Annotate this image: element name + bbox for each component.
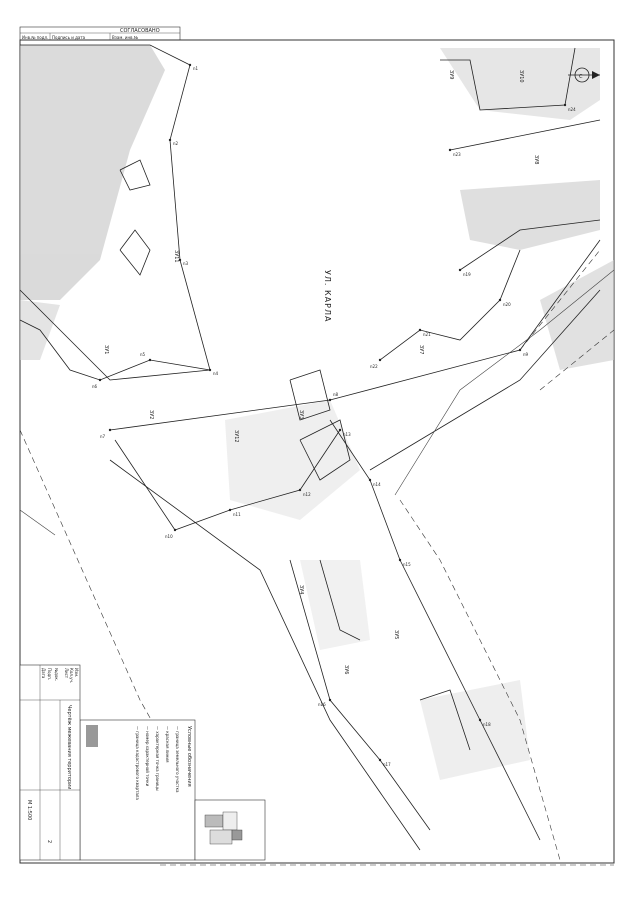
point-label: n23 [453, 152, 461, 157]
top-header: Инв.№ подл. Подпись и дата Взам. инв.№ С… [19, 26, 181, 41]
title-text: Чертёж межевания территории [66, 705, 72, 790]
title-row: №док. [54, 668, 59, 681]
point-label: n19 [463, 272, 471, 277]
point-label: n1 [193, 66, 199, 71]
north-arrow-icon: С [568, 67, 600, 83]
parcel-label: ЗУ10 [518, 70, 524, 83]
title-row: Кол.уч. [69, 668, 74, 683]
parcel-label: ЗУ7 [418, 345, 424, 354]
point-label: n10 [165, 534, 173, 539]
sheet-border [19, 39, 615, 864]
point-label: n18 [483, 722, 491, 727]
point-label: n13 [343, 432, 351, 437]
legend-note: — характерная точка границы [155, 726, 160, 791]
parcel-label: ЗУ4 [298, 585, 304, 594]
parcel-label: ЗУ8 [533, 155, 539, 164]
point-labels: n1 n2 n3 n4 n5 n6 n7 n8 n9 n10 n11 n12 n… [92, 66, 576, 767]
street-label: УЛ. КАРЛА [323, 270, 332, 322]
parcel-labels: ЗУ1 ЗУ2 ЗУ3 ЗУ4 ЗУ5 ЗУ6 ЗУ7 ЗУ8 ЗУ9 ЗУ10… [103, 70, 539, 674]
point-label: n22 [370, 364, 378, 369]
survey-points [98, 63, 567, 762]
title-block: Изм. Кол.уч. Лист №док. Подп. Дата Чертё… [19, 664, 81, 861]
street-edge [19, 269, 615, 536]
point-label: n4 [213, 371, 219, 376]
point-label: n7 [100, 434, 106, 439]
point-label: n12 [303, 492, 311, 497]
point-label: n9 [523, 352, 529, 357]
parcel-label: ЗУ9 [448, 70, 454, 79]
parcel-label: ЗУ5 [393, 630, 399, 639]
header-cell-1: Подпись и дата [52, 35, 86, 40]
legend-note: — граница земельного участка [175, 726, 180, 793]
header-cell-2: Взам. инв.№ [112, 35, 138, 40]
point-label: n15 [403, 562, 411, 567]
point-label: n2 [173, 141, 179, 146]
sheet-number: 2 [46, 840, 52, 843]
parcel-label: ЗУ2 [148, 410, 154, 419]
point-label: n5 [140, 352, 146, 357]
legend-note: — красная линия [165, 726, 170, 763]
key-map [194, 799, 266, 861]
scale-label: М 1:500 [26, 800, 32, 820]
point-label: n6 [92, 384, 98, 389]
title-row: Подп. [47, 668, 52, 680]
built-up-areas [20, 45, 614, 780]
point-label: n20 [503, 302, 511, 307]
legend-heading: Условные обозначения [186, 726, 192, 787]
point-label: n14 [373, 482, 381, 487]
parcel-label: ЗУ1 [103, 345, 109, 354]
title-row: Дата [41, 668, 46, 679]
point-label: n3 [183, 261, 189, 266]
header-cell-0: Инв.№ подл. [22, 35, 48, 40]
point-label: n11 [233, 512, 241, 517]
legend-block: Условные обозначения — граница земельног… [79, 719, 196, 861]
parcel-label: ЗУ6 [343, 665, 349, 674]
point-label: n16 [318, 702, 326, 707]
point-label: n21 [423, 332, 431, 337]
point-label: n24 [568, 107, 576, 112]
parcel-label: ЗУ11 [173, 250, 179, 263]
approval-stamp: СОГЛАСОВАНО [120, 28, 160, 34]
legend-note: — номер характерной точки [145, 726, 150, 787]
point-label: n17 [383, 762, 391, 767]
title-row: Изм. [74, 668, 79, 677]
legend-note: — граница кадастрового квартала [135, 726, 140, 800]
parcel-label: ЗУ3 [298, 410, 304, 419]
north-arrow-label: С [579, 74, 583, 80]
title-row: Лист [64, 668, 69, 679]
parcel-label: ЗУ12 [233, 430, 239, 443]
point-label: n8 [333, 392, 339, 397]
